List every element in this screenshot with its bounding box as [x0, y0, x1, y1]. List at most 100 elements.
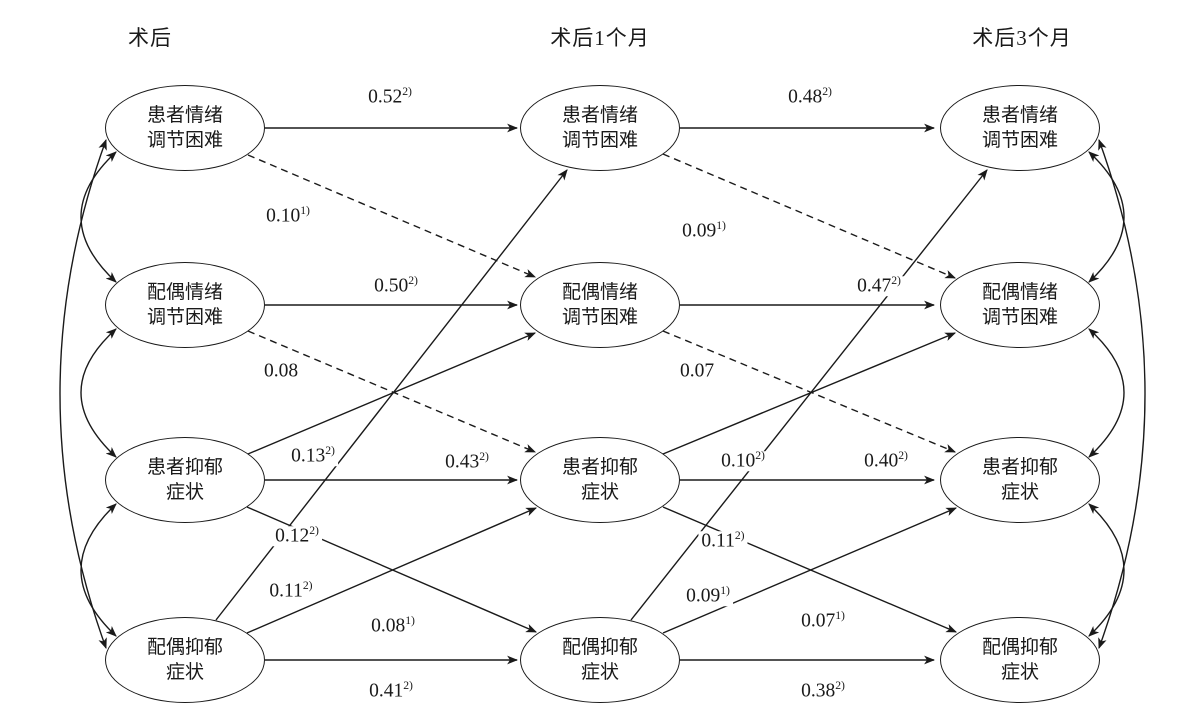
- coef-value: 0.11: [269, 580, 303, 602]
- node-label-line: 调节困难: [561, 130, 638, 151]
- corr-arc-t3-pe-se: [1088, 151, 1125, 283]
- path-t2t3-spouse-emotion-to-patient-depression: [662, 330, 957, 453]
- coef-t2t3-se-pd: 0.07: [676, 361, 718, 381]
- corr-arc-t1-pe-sd: [59, 138, 107, 650]
- coef-t2t3-pd-pd: 0.402): [861, 448, 911, 472]
- coef-value: 0.11: [701, 530, 735, 552]
- coef-t1t2-sd-pe: 0.112): [266, 578, 316, 602]
- path-t1t2-patient-depression-to-spouse-emotion: [247, 332, 537, 455]
- coef-value: 0.12: [275, 525, 310, 547]
- node-label-line: 症状: [1000, 482, 1039, 503]
- column-header-3-months: 术后3个月: [972, 26, 1072, 50]
- column-header-1-month: 术后1个月: [550, 26, 650, 50]
- coef-t2t3-pe-se: 0.091): [679, 218, 729, 242]
- node-label-line: 症状: [580, 482, 619, 503]
- path-t1t2-spouse-emotion-to-patient-depression: [247, 330, 537, 453]
- coef-superscript: 2): [309, 523, 319, 537]
- node-label-line: 调节困难: [981, 130, 1058, 151]
- corr-arc-t1-pd-sd: [80, 503, 117, 637]
- node-patient-emotion-t2: 患者情绪 调节困难: [520, 85, 680, 171]
- coef-superscript: 2): [891, 273, 901, 287]
- coef-value: 0.13: [291, 445, 326, 467]
- node-label-line: 患者抑郁: [146, 456, 223, 478]
- node-label-line: 配偶抑郁: [146, 636, 223, 658]
- node-label-line: 患者抑郁: [981, 456, 1058, 478]
- node-spouse-emotion-t3: 配偶情绪 调节困难: [940, 262, 1100, 348]
- path-t2t3-patient-depression-to-spouse-depression: [662, 506, 958, 633]
- node-label-line: 患者情绪: [981, 104, 1058, 126]
- node-patient-depression-t2: 患者抑郁 症状: [520, 437, 680, 523]
- coef-t1t2-pd-se: 0.132): [288, 443, 338, 467]
- path-t1t2-spouse-depression-to-patient-emotion: [215, 169, 568, 621]
- coef-t1t2-sd-pd: 0.081): [368, 613, 418, 637]
- node-label-line: 调节困难: [146, 307, 223, 328]
- path-t2t3-patient-emotion-to-spouse-emotion: [662, 153, 957, 279]
- coef-superscript: 2): [734, 528, 745, 542]
- coef-t2t3-se-se: 0.472): [854, 273, 904, 297]
- coef-superscript: 2): [835, 678, 845, 692]
- node-spouse-depression-t2: 配偶抑郁 症状: [520, 617, 680, 703]
- coef-t1t2-se-pd: 0.08: [260, 360, 302, 382]
- coef-t1t2-se-se: 0.502): [371, 274, 421, 297]
- coef-value: 0.38: [801, 680, 836, 702]
- node-label-line: 调节困难: [146, 130, 223, 151]
- path-t1t2-patient-emotion-to-spouse-emotion: [247, 154, 537, 278]
- coef-value: 0.09: [686, 585, 721, 607]
- node-label-line: 配偶抑郁: [981, 636, 1058, 658]
- coef-superscript: 2): [402, 84, 412, 98]
- node-spouse-depression-t3: 配偶抑郁 症状: [940, 617, 1100, 703]
- node-label-line: 调节困难: [561, 307, 638, 328]
- node-label-line: 配偶抑郁: [561, 636, 638, 658]
- corr-arc-t1-pe-se: [80, 151, 117, 283]
- node-patient-emotion-t3: 患者情绪 调节困难: [940, 85, 1100, 171]
- coef-superscript: 2): [822, 84, 832, 98]
- corr-arc-t3-pe-sd: [1098, 138, 1146, 650]
- node-label-line: 患者情绪: [146, 104, 223, 126]
- coef-t2t3-pd-sd: 0.112): [698, 528, 748, 552]
- node-label-line: 症状: [165, 482, 204, 503]
- coef-superscript: 2): [325, 443, 335, 457]
- coef-superscript: 1): [300, 203, 310, 217]
- coef-t2t3-pe-pe: 0.482): [785, 84, 835, 108]
- path-t1t2-spouse-depression-to-patient-depression: [246, 507, 538, 634]
- node-label-line: 配偶情绪: [981, 281, 1058, 303]
- coef-superscript: 2): [403, 678, 413, 692]
- coef-t2t3-pd-se: 0.102): [718, 448, 768, 471]
- coef-superscript: 2): [755, 448, 765, 462]
- column-header-post-surgery: 术后: [128, 26, 172, 50]
- coef-value: 0.47: [857, 275, 892, 297]
- coef-value: 0.52: [368, 86, 403, 108]
- node-label-line: 症状: [580, 662, 619, 683]
- coef-superscript: 2): [898, 448, 908, 462]
- coef-t1t2-pe-pe: 0.522): [365, 84, 415, 108]
- node-patient-emotion-t1: 患者情绪 调节困难: [105, 85, 265, 171]
- coef-value: 0.40: [864, 450, 899, 472]
- corr-arc-t3-pd-sd: [1088, 503, 1125, 637]
- node-label-line: 配偶情绪: [146, 281, 223, 303]
- coef-superscript: 2): [302, 578, 313, 592]
- node-patient-depression-t3: 患者抑郁 症状: [940, 437, 1100, 523]
- path-t2t3-spouse-depression-to-patient-depression: [662, 507, 958, 634]
- coef-t1t2-sd-sd: 0.412): [366, 678, 416, 701]
- coef-value: 0.50: [374, 275, 409, 297]
- node-label-line: 配偶情绪: [561, 281, 638, 303]
- node-label-line: 患者情绪: [561, 104, 638, 126]
- corr-arc-t1-se-pd: [80, 328, 117, 458]
- coef-value: 0.10: [266, 205, 301, 227]
- coef-value: 0.08: [263, 360, 299, 382]
- coef-value: 0.07: [801, 610, 836, 632]
- node-spouse-emotion-t2: 配偶情绪 调节困难: [520, 262, 680, 348]
- coef-value: 0.08: [371, 615, 406, 637]
- coef-superscript: 1): [405, 613, 415, 627]
- coef-superscript: 1): [835, 608, 845, 622]
- coef-superscript: 1): [716, 218, 726, 232]
- coef-value: 0.48: [788, 86, 823, 108]
- path-t2t3-patient-depression-to-spouse-emotion: [662, 332, 957, 455]
- coef-t1t2-pe-se: 0.101): [263, 203, 313, 227]
- coef-value: 0.09: [682, 220, 717, 242]
- node-label-line: 症状: [165, 662, 204, 683]
- coef-t2t3-sd-sd: 0.382): [798, 678, 848, 702]
- coef-superscript: 1): [720, 583, 730, 597]
- corr-arc-t3-se-pd: [1088, 328, 1125, 458]
